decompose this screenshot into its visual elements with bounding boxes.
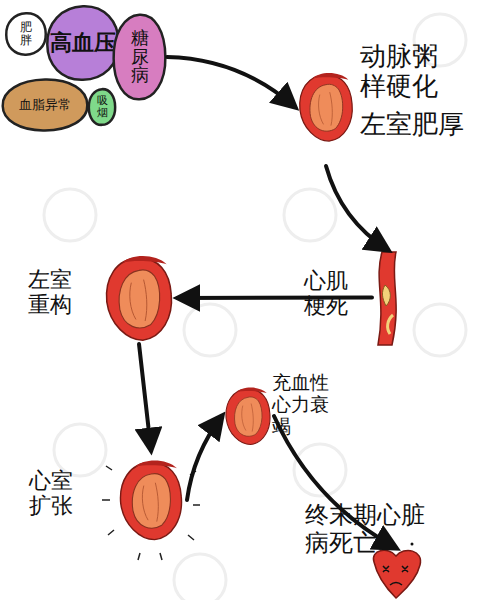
watermark-logo — [284, 189, 336, 241]
blob-shape — [47, 6, 118, 79]
flow-arrow — [167, 57, 295, 107]
risk-label: 高血压 — [48, 31, 118, 54]
stage-label: 充血性心力衰竭 — [272, 372, 334, 438]
watermark — [44, 14, 466, 600]
watermark-logo — [174, 554, 226, 600]
flow-arrow — [274, 416, 396, 548]
stage-node: 左室重构 — [100, 252, 178, 344]
risk-blob: 高血压 — [45, 4, 121, 82]
stage-node: 充血性心力衰竭 — [222, 380, 274, 452]
risk-blob: 吸烟 — [88, 88, 116, 126]
blob-shape — [89, 89, 115, 125]
watermark-logo — [414, 304, 466, 356]
watermark-logo — [184, 304, 236, 356]
risk-blob: 糖尿病 — [112, 12, 167, 102]
stage-node: 终末期心脏病死亡 — [368, 548, 424, 598]
stage-label: 动脉粥样硬化 — [360, 42, 442, 102]
stage-label: 左室肥厚 — [360, 110, 480, 140]
risk-label: 血脂异常 — [15, 98, 75, 112]
stage-label: 心室扩张 — [29, 468, 79, 519]
risk-blob: 肥胖 — [5, 12, 47, 56]
dead-heart — [373, 543, 420, 599]
flow-arrow — [187, 416, 222, 500]
heart-failure — [226, 388, 270, 445]
risk-blob: 血脂异常 — [0, 78, 90, 132]
blob-shape — [114, 15, 166, 100]
flow-arrow — [326, 166, 388, 250]
stage-node: 心肌梗死 — [372, 250, 404, 345]
risk-label: 吸烟 — [96, 95, 108, 118]
flow-arrow — [139, 344, 151, 450]
motion-marks — [102, 466, 200, 560]
stage-label: 左室重构 — [28, 267, 78, 318]
risk-label: 糖尿病 — [130, 29, 150, 86]
risk-label: 肥胖 — [19, 21, 33, 46]
heart-remodeling — [107, 256, 172, 340]
artery-infarct — [378, 252, 396, 345]
blob-shape — [6, 13, 46, 54]
stage-label: 终末期心脏病死亡 — [305, 502, 429, 557]
stage-node: 心室扩张 — [115, 450, 187, 550]
heart-hypertrophy — [300, 73, 353, 141]
blob-shape — [3, 80, 88, 131]
stage-node: 动脉粥样硬化左室肥厚 — [295, 48, 357, 166]
watermark-logo — [44, 189, 96, 241]
watermark-logo — [294, 444, 346, 496]
stage-label: 心肌梗死 — [304, 268, 354, 319]
heart-dilated — [120, 461, 181, 540]
flow-arrow — [178, 296, 372, 301]
